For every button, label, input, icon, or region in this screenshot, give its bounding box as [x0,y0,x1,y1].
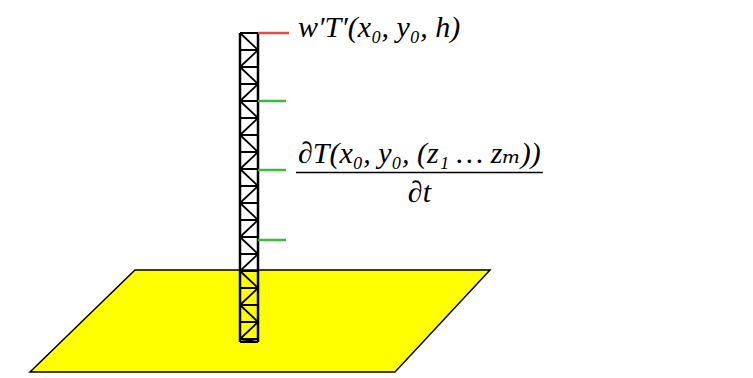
tower-brace [240,304,258,306]
sensor-tick [258,239,286,242]
tower-brace [240,84,258,101]
tower-brace [240,254,258,271]
tower-brace [240,339,258,342]
tower-brace [240,66,258,68]
tower-brace [240,67,258,84]
fraction-bar [296,172,543,174]
tower-brace [240,169,258,186]
tower-brace [240,237,258,254]
flux-sensor-tick [258,32,289,35]
tower-brace [240,50,258,67]
sensor-tick [258,169,286,172]
tower-brace [240,118,258,135]
tower-leg [239,33,242,342]
tower-brace [240,202,258,204]
tower-brace [240,236,258,238]
tower-brace [240,49,258,51]
tower-brace [240,203,258,220]
fraction-numerator: ∂T(x₀, y₀, (z₁ … zₘ)) [298,136,541,171]
tower-brace [240,287,258,289]
tower-brace [240,321,258,323]
tower-brace [240,117,258,119]
tower-brace [240,33,258,50]
tower-brace [240,83,258,85]
sensor-tick [258,100,286,103]
tower-brace [240,101,258,118]
tower-brace [240,305,258,322]
tower-brace [240,220,258,237]
tower-brace [240,322,258,339]
tower-brace [240,100,258,102]
fraction-denominator: ∂t [408,175,431,210]
tower-brace [240,185,258,187]
tower-brace [240,253,258,255]
tower-brace [240,135,258,152]
ground-surface [30,270,490,372]
tower-brace [240,134,258,136]
lattice-tower [240,33,258,342]
tower-brace [240,219,258,221]
tower-brace [240,168,258,170]
tower-brace [240,341,258,343]
tower-brace [240,288,258,305]
tower-brace [240,270,258,272]
tower-brace [240,186,258,203]
flux-expression: w′T′(x₀, y₀, h) [298,10,460,45]
tower-brace [240,271,258,288]
tower-brace [240,152,258,169]
tower-brace [240,151,258,153]
tower-brace [240,32,258,34]
